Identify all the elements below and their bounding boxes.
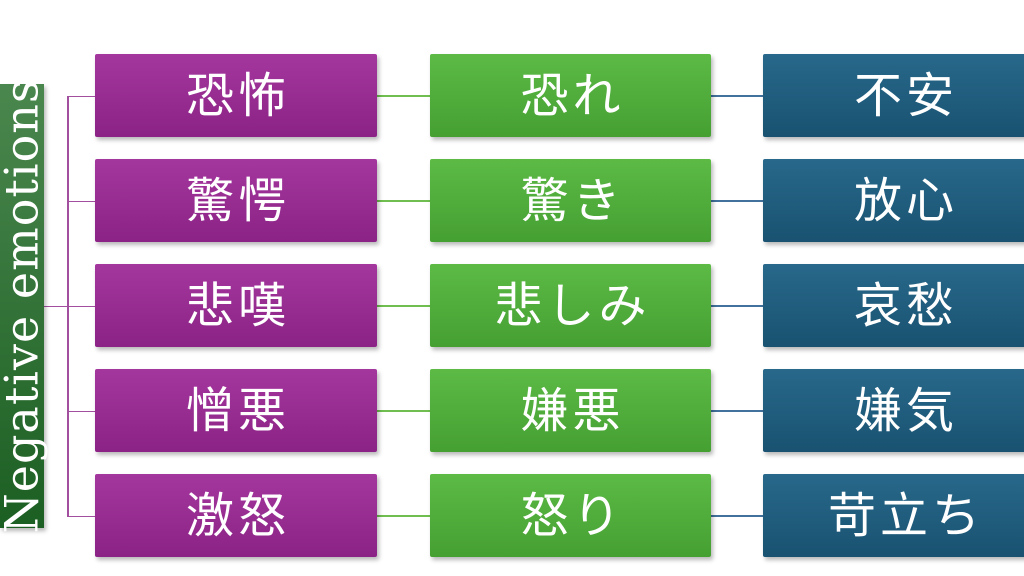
emotion-box-level3: 哀愁 <box>763 264 1024 347</box>
emotion-box-level1: 激怒 <box>95 474 377 557</box>
emotion-box-level2: 悲しみ <box>430 264 711 347</box>
emotion-box-level3: 放心 <box>763 159 1024 242</box>
emotion-box-level3: 嫌気 <box>763 369 1024 452</box>
category-bar: Negative emotions <box>0 78 49 534</box>
connector-level2-level3 <box>707 514 763 517</box>
emotion-box-level2: 怒り <box>430 474 711 557</box>
emotion-box-level2: 恐れ <box>430 54 711 137</box>
connector-level1-level2 <box>373 304 430 307</box>
connector-level2-level3 <box>707 409 763 412</box>
connector-level2-level3 <box>707 94 763 97</box>
connector-row-stub <box>67 95 95 97</box>
emotion-box-level1: 悲嘆 <box>95 264 377 347</box>
connector-level1-level2 <box>373 514 430 517</box>
emotion-box-level3: 不安 <box>763 54 1024 137</box>
emotion-box-level2: 嫌悪 <box>430 369 711 452</box>
emotion-box-level2: 驚き <box>430 159 711 242</box>
connector-row-stub <box>67 515 95 517</box>
emotion-box-level1: 憎悪 <box>95 369 377 452</box>
emotion-box-level1: 驚愕 <box>95 159 377 242</box>
connector-level1-level2 <box>373 409 430 412</box>
connector-level2-level3 <box>707 199 763 202</box>
connector-row-stub <box>67 305 95 307</box>
connector-row-stub <box>67 200 95 202</box>
connector-category-link <box>44 305 69 307</box>
emotion-box-level1: 恐怖 <box>95 54 377 137</box>
emotion-box-level3: 苛立ち <box>763 474 1024 557</box>
connector-level1-level2 <box>373 199 430 202</box>
connector-level1-level2 <box>373 94 430 97</box>
connector-row-stub <box>67 410 95 412</box>
connector-level2-level3 <box>707 304 763 307</box>
category-label: Negative emotions <box>0 78 50 534</box>
